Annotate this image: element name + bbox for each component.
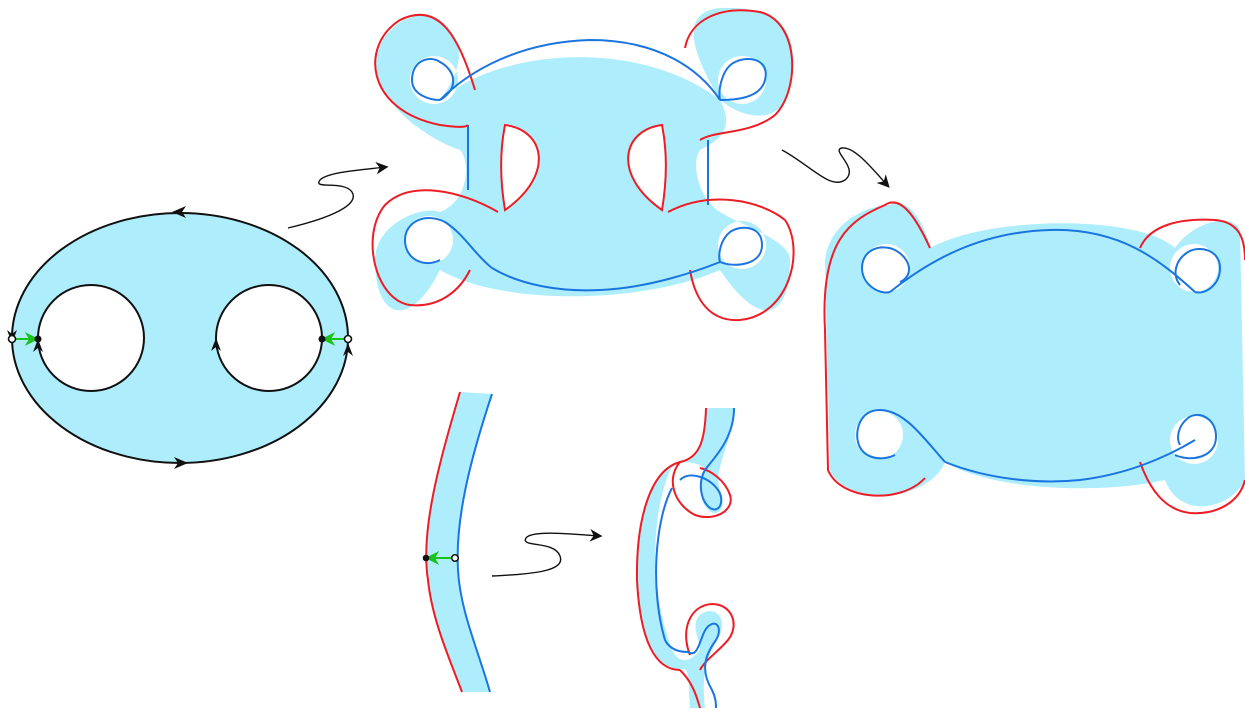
- right-top-right-loop: [1176, 249, 1220, 293]
- strip-filled-point: [423, 555, 430, 562]
- filled-point-left: [35, 336, 42, 343]
- pants-surface: [12, 213, 348, 463]
- right-hole-boundary: [216, 285, 322, 391]
- open-point-right: [345, 336, 352, 343]
- result-surface: [824, 202, 1245, 513]
- left-hole-boundary: [38, 285, 144, 391]
- pair-of-pants-diagram: [7, 206, 353, 469]
- strip-fill: [426, 392, 492, 692]
- twisted-strip-fill: [637, 408, 734, 708]
- strip-open-point: [452, 555, 459, 562]
- squiggle-arrow-1: [288, 167, 386, 228]
- strip-diagram: [423, 392, 492, 692]
- squiggle-arrow-3: [492, 533, 600, 576]
- twisted-blue-inner: [656, 488, 688, 652]
- right-top-left-loop: [862, 247, 909, 292]
- squiggle-arrow-2: [782, 148, 888, 186]
- middle-bottom-right-loop: [719, 228, 762, 265]
- right-bottom-right-loop: [1175, 415, 1216, 458]
- open-point-left: [9, 336, 16, 343]
- filled-point-right: [319, 336, 326, 343]
- middle-top-right-loop: [720, 59, 766, 100]
- four-ear-surface: [373, 8, 794, 320]
- twisted-strip-diagram: [637, 408, 734, 708]
- middle-top-left-loop: [412, 59, 453, 100]
